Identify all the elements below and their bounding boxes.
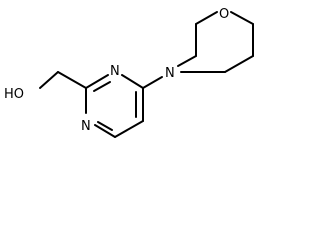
bond-morph-n-ca (177, 55, 197, 67)
bond-c2-n3-inner (93, 81, 111, 92)
atom-label-morpholine-o: O (219, 7, 229, 22)
bond-c2-n3 (85, 74, 109, 89)
bonds (39, 11, 254, 138)
bond-c6-n1 (94, 124, 116, 138)
atom-label-ring-n-bottom: N (81, 119, 91, 134)
bond-c5-c6 (114, 120, 144, 138)
bond-o-ch2 (39, 71, 59, 89)
bond-c4-morpholine-n (142, 76, 163, 89)
chemical-structure: HO N N N O (4, 7, 254, 138)
bond-morph-cd-n (224, 55, 254, 73)
atom-label-morpholine-n: N (165, 66, 175, 81)
bond-morph-cb-o (195, 11, 218, 25)
atom-labels: HO N N N O (4, 7, 229, 134)
bond-morph-o-cc (230, 11, 254, 25)
bond-ch2-c2 (57, 71, 87, 89)
atom-label-ring-n-top: N (110, 64, 120, 79)
bond-c6-n1-inner (97, 121, 113, 131)
bond-n3-c4 (121, 74, 144, 89)
atom-label-hydroxyl: HO (4, 87, 24, 102)
